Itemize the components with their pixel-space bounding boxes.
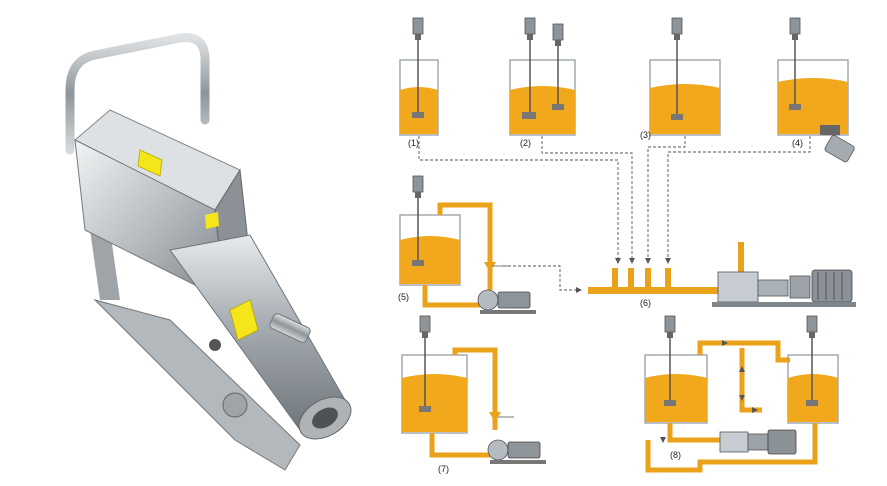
warning-label-icon-2 <box>205 212 219 229</box>
tank-2: (2) <box>509 17 576 148</box>
tank-7: (7) <box>401 315 546 474</box>
agitator-motor-icon <box>412 17 424 41</box>
flow-arrowheads <box>660 340 758 443</box>
warning-label-icon-3 <box>229 299 259 341</box>
manifold-6: (6) <box>588 242 856 308</box>
tank-1: (1) <box>399 17 439 148</box>
label-6: (6) <box>640 298 651 308</box>
label-8: (8) <box>670 450 681 460</box>
agitator-motor-icon <box>524 17 536 41</box>
cart-leg <box>90 230 120 300</box>
agitator-motor-icon <box>806 315 818 339</box>
warning-label-icon <box>137 149 163 177</box>
cart-handle <box>65 32 210 155</box>
label-3: (3) <box>640 130 651 140</box>
label-5: (5) <box>398 292 409 302</box>
bottom-mixer-icon <box>824 135 855 163</box>
label-4: (4) <box>792 138 803 148</box>
tank-5: (5) <box>398 175 536 314</box>
label-7: (7) <box>438 464 449 474</box>
agitator-motor-icon <box>552 23 564 47</box>
tank-3: (3) <box>640 17 721 140</box>
inlet-pipe <box>269 313 311 343</box>
pump-icon <box>487 439 546 464</box>
clamp-valve <box>222 392 248 418</box>
inline-mixer-photo <box>65 32 352 471</box>
pump-icon <box>477 289 536 314</box>
outlet-port <box>312 407 338 429</box>
agitator-motor-icon <box>789 17 801 41</box>
agitator-motor-icon <box>412 175 424 199</box>
inline-mixer-icon <box>719 429 797 455</box>
flow-arrowheads <box>576 258 671 293</box>
agitator-motor-icon <box>419 315 431 339</box>
tank-4: (4) <box>777 17 855 163</box>
label-2: (2) <box>520 138 531 148</box>
inline-mixer-icon <box>712 269 856 307</box>
dashed-flow-lines <box>418 136 811 291</box>
agitator-motor-icon <box>664 315 676 339</box>
drain-knob <box>209 339 221 351</box>
label-1: (1) <box>408 138 419 148</box>
tank-8: (8) <box>644 315 839 473</box>
base-plate <box>93 299 301 471</box>
agitator-motor-icon <box>671 17 683 41</box>
